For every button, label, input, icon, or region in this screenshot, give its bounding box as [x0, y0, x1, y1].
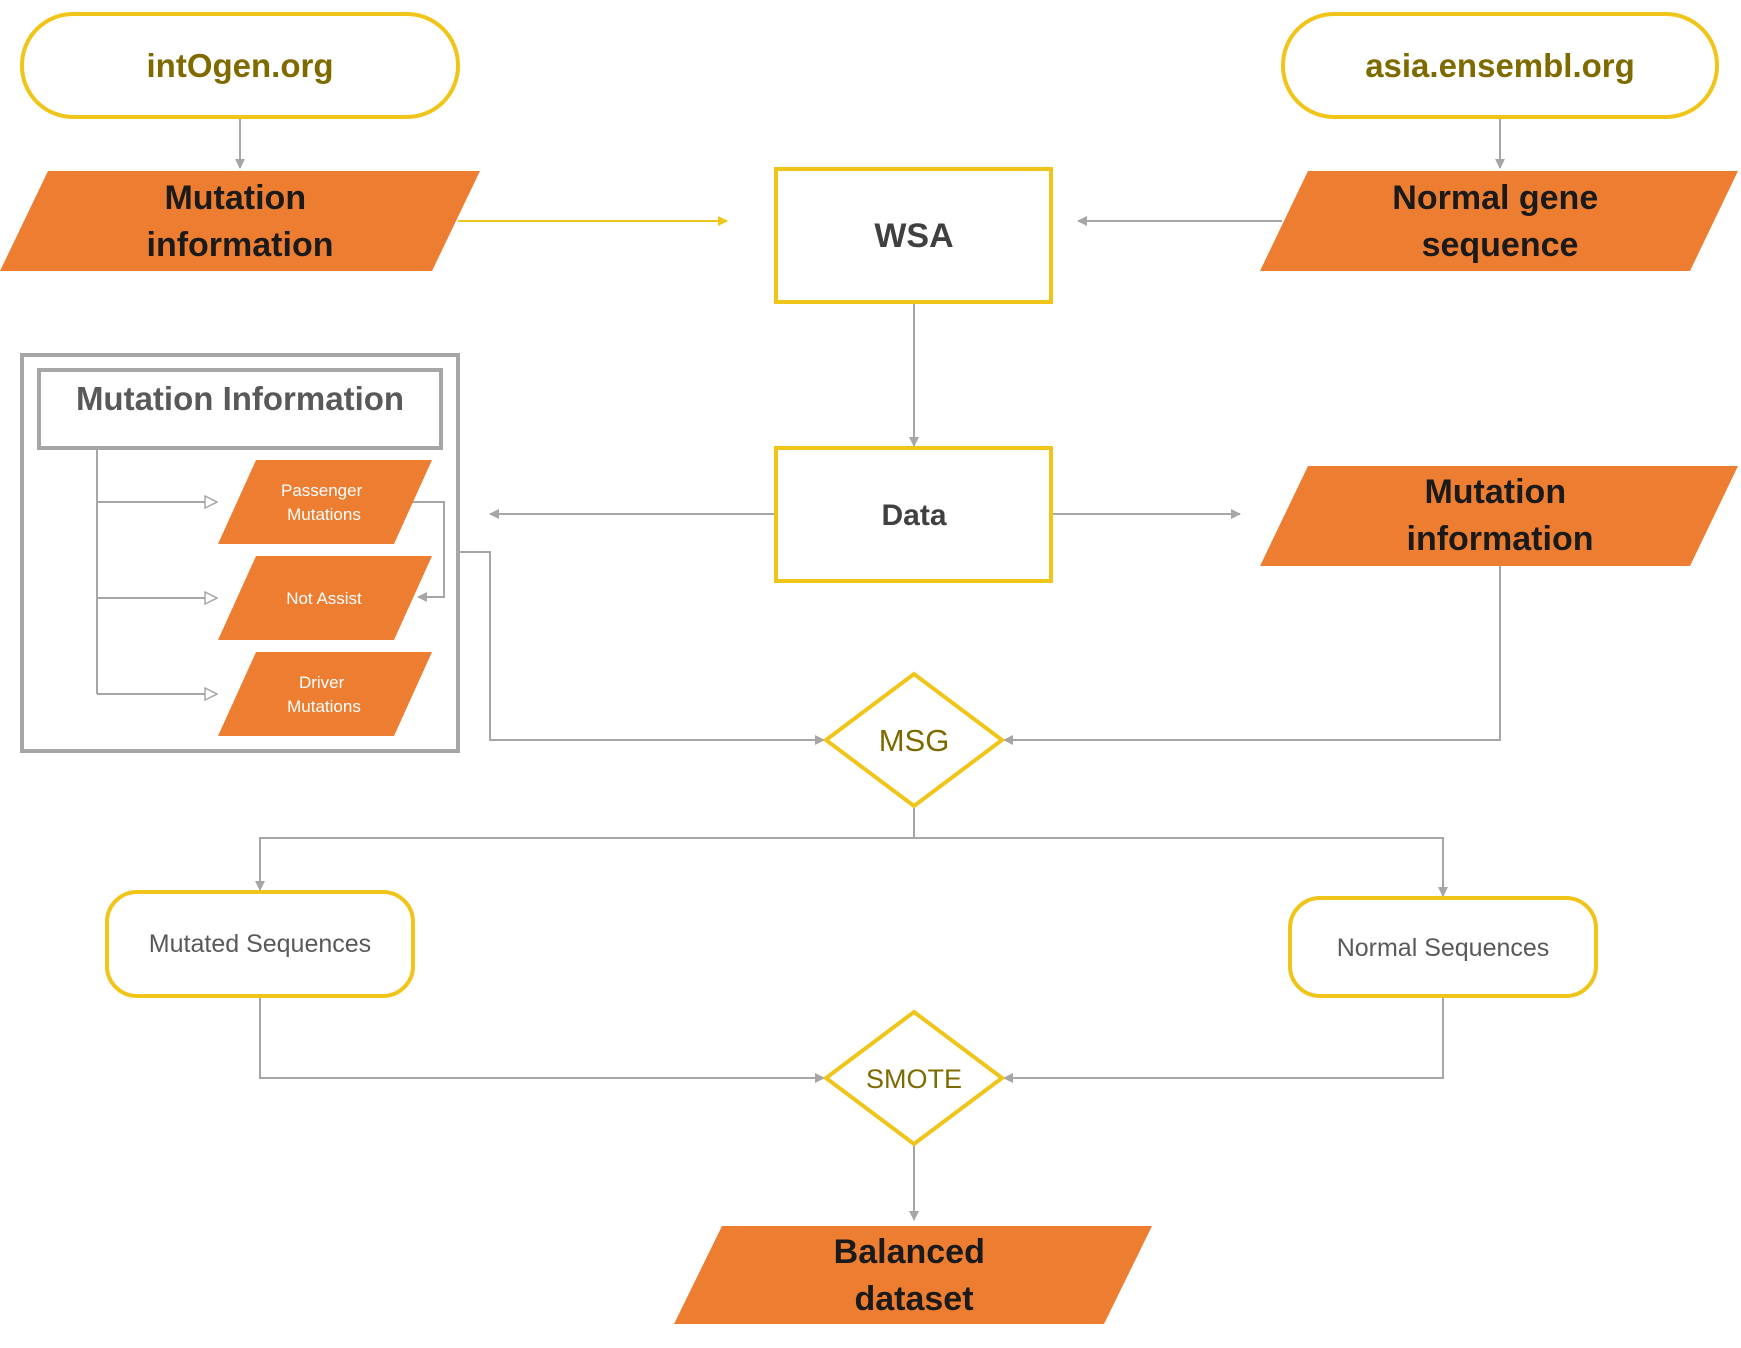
data-label: Data	[881, 499, 946, 532]
msg-decision: MSG	[822, 671, 1006, 809]
source-intogen: intOgen.org	[20, 12, 460, 119]
not-assist: Not Assist	[218, 556, 432, 640]
mutated-sequences-label: Mutated Sequences	[149, 930, 371, 958]
not-assist-label: Not Assist	[286, 589, 362, 608]
wsa-label: WSA	[874, 217, 953, 255]
svg-text:Mutation information: Mutation information	[1407, 473, 1594, 558]
smote-label: SMOTE	[866, 1064, 962, 1094]
svg-text:Mutation information: Mutation information	[147, 179, 334, 264]
smote-decision: SMOTE	[822, 1009, 1006, 1147]
driver-mutations-line-2: Mutations	[287, 697, 361, 716]
mutation-information-line-2: information	[147, 226, 334, 264]
balanced-dataset-line-1: Balanced	[834, 1233, 985, 1271]
svg-text:Balanced dataset: Balanced dataset	[834, 1233, 995, 1318]
normal-gene-sequence-input: Normal gene sequence	[1260, 171, 1738, 271]
source-ensembl: asia.ensembl.org	[1281, 12, 1719, 119]
normal-gene-sequence-line-1: Normal gene	[1392, 179, 1598, 217]
arrow-msg-to-mutated	[255, 808, 915, 891]
mutation-information-right-line-2: information	[1407, 520, 1594, 558]
driver-mutations-line-1: Driver	[299, 673, 345, 692]
mutation-information-output: Mutation information	[1260, 466, 1738, 566]
svg-text:Passenger Mutations: Passenger Mutations	[281, 481, 367, 524]
source-ensembl-label: asia.ensembl.org	[1365, 47, 1635, 84]
passenger-mutations-line-2: Mutations	[287, 505, 361, 524]
source-intogen-label: intOgen.org	[147, 47, 334, 84]
connectors	[235, 117, 1505, 1221]
mutation-information-right-line-1: Mutation	[1424, 473, 1566, 511]
balanced-dataset-line-2: dataset	[854, 1280, 973, 1318]
passenger-mutations: Passenger Mutations	[218, 460, 432, 544]
passenger-mutations-line-1: Passenger	[281, 481, 363, 500]
svg-text:Normal gene sequence: Normal gene sequence	[1392, 179, 1607, 264]
mutation-information-input: Mutation information	[0, 171, 480, 271]
arrow-mutated-to-smote	[259, 996, 825, 1083]
svg-text:Driver Mutations: Driver Mutations	[287, 673, 361, 716]
normal-sequences-label: Normal Sequences	[1337, 934, 1550, 962]
data-process: Data	[774, 446, 1053, 583]
arrow-legend-to-msg	[460, 551, 825, 745]
normal-gene-sequence-line-2: sequence	[1422, 226, 1579, 264]
driver-mutations: Driver Mutations	[218, 652, 432, 736]
normal-sequences: Normal Sequences	[1288, 896, 1598, 998]
mutated-sequences: Mutated Sequences	[105, 890, 415, 998]
legend-connectors	[96, 448, 445, 694]
arrow-normal-to-smote	[1003, 996, 1444, 1083]
wsa-process: WSA	[774, 167, 1053, 304]
balanced-dataset-output: Balanced dataset	[674, 1226, 1152, 1324]
msg-label: MSG	[879, 723, 950, 758]
arrow-mutation-info-right-to-msg	[1003, 566, 1501, 745]
mutation-information-legend: Mutation Information Passenger Mutations…	[20, 353, 460, 753]
arrow-msg-to-normal	[914, 837, 1448, 897]
mutation-information-line-1: Mutation	[164, 179, 306, 217]
legend-title: Mutation Information	[76, 380, 404, 417]
